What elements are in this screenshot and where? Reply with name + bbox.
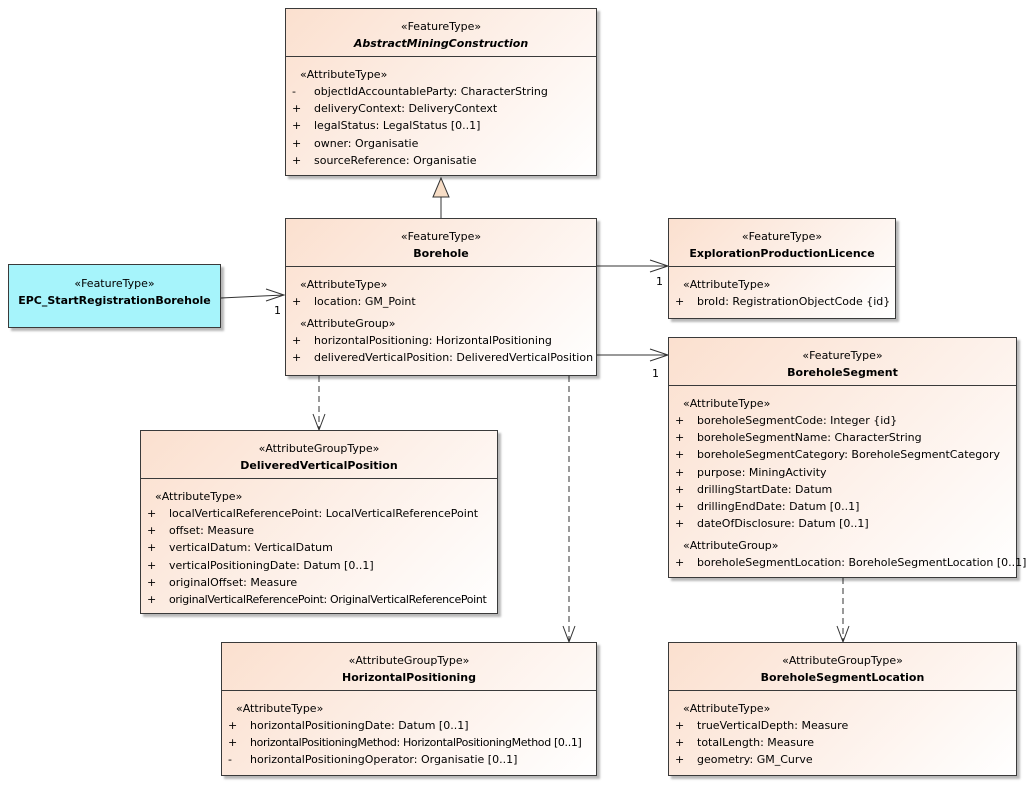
attribute-row: +broId: RegistrationObjectCode {id} [675,295,891,308]
class-stereotype: «FeatureType» [74,277,155,290]
attribute-row: +drillingStartDate: Datum [675,482,833,496]
class-name: BoreholeSegmentLocation [760,671,925,684]
multiplicity-borehole-segment: 1 [652,367,659,380]
attribute-row: +boreholeSegmentLocation: BoreholeSegmen… [675,556,1027,570]
attribute-row: +verticalPositioningDate: Datum [0..1] [147,558,374,572]
attribute-row: +localVerticalReferencePoint: LocalVerti… [147,507,479,520]
class-stereotype: «AttributeGroupType» [348,654,470,667]
multiplicity-borehole-licence: 1 [656,275,663,288]
class-stereotype: «FeatureType» [400,20,482,33]
class-name: Borehole [413,247,469,260]
class-horizontal-positioning[interactable]: «AttributeGroupType» HorizontalPositioni… [221,642,597,776]
class-borehole-segment-location[interactable]: «AttributeGroupType» BoreholeSegmentLoca… [668,642,1017,776]
class-stereotype: «AttributeGroupType» [258,442,380,455]
class-name: HorizontalPositioning [341,671,477,684]
attribute-row: +legalStatus: LegalStatus [0..1] [292,119,481,133]
attribute-row: +geometry: GM_Curve [675,753,813,767]
attribute-row: +deliveryContext: DeliveryContext [292,102,498,116]
class-name: ExplorationProductionLicence [689,247,875,260]
association-epc-borehole-arrowhead [265,288,286,302]
attribute-row: -objectIdAccountableParty: CharacterStri… [292,85,548,98]
attribute-group-label: «AttributeType» [683,397,771,410]
class-name: BoreholeSegment [787,366,898,379]
attribute-row: +offset: Measure [147,524,255,538]
class-stereotype: «AttributeGroupType» [782,654,903,667]
attribute-group-label: «AttributeType» [300,278,388,291]
attribute-group-label: «AttributeGroup» [683,539,779,553]
attribute-row: +purpose: MiningActivity [675,465,827,479]
attribute-row: +horizontalPositioningMethod: Horizontal… [228,736,582,750]
attribute-row: +horizontalPositioning: HorizontalPositi… [292,334,552,348]
attribute-group-label: «AttributeType» [155,490,243,503]
multiplicity-epc-borehole: 1 [274,304,281,317]
class-abstract-mining-construction[interactable]: «FeatureType» AbstractMiningConstruction… [285,8,597,176]
class-stereotype: «FeatureType» [400,230,482,243]
attribute-row: +drillingEndDate: Datum [0..1] [675,500,860,514]
class-stereotype: «FeatureType» [741,230,823,243]
attribute-row: -horizontalPositioningOperator: Organisa… [228,753,518,767]
attribute-row: +boreholeSegmentName: CharacterString [675,431,922,445]
attribute-group-label: «AttributeType» [300,68,388,81]
attribute-row: +boreholeSegmentCode: Integer {id} [675,414,898,427]
class-exploration-production-licence[interactable]: «FeatureType» ExplorationProductionLicen… [668,218,896,319]
attribute-row: +originalOffset: Measure [147,575,298,589]
attribute-group-label: «AttributeType» [683,702,771,715]
attribute-row: +originalVerticalReferencePoint: Origina… [147,593,487,607]
attribute-row: +boreholeSegmentCategory: BoreholeSegmen… [675,448,1001,462]
association-epc-borehole [220,294,285,299]
class-name: AbstractMiningConstruction [353,37,529,50]
attribute-row: +sourceReference: Organisatie [292,153,477,167]
class-name: EPC_StartRegistrationBorehole [18,294,211,307]
attribute-row: +totalLength: Measure [675,736,815,750]
attribute-row: +deliveredVerticalPosition: DeliveredVer… [292,351,594,365]
generalization-arrowhead [432,176,450,198]
attribute-row: +dateOfDisclosure: Datum [0..1] [675,517,869,531]
class-name: DeliveredVerticalPosition [240,459,398,472]
attribute-row: +verticalDatum: VerticalDatum [147,541,333,555]
class-delivered-vertical-position[interactable]: «AttributeGroupType» DeliveredVerticalPo… [140,430,498,614]
class-borehole[interactable]: «FeatureType» Borehole «AttributeType» +… [285,218,597,376]
attribute-group-label: «AttributeGroup» [300,317,396,331]
class-borehole-segment[interactable]: «FeatureType» BoreholeSegment «Attribute… [668,337,1027,578]
class-epc-start-registration-borehole[interactable]: «FeatureType» EPC_StartRegistrationBoreh… [8,264,221,328]
class-stereotype: «FeatureType» [802,349,883,362]
attribute-row: +owner: Organisatie [292,136,419,150]
attribute-row: +trueVerticalDepth: Measure [675,719,849,732]
attribute-row: +location: GM_Point [292,295,416,308]
attribute-row: +horizontalPositioningDate: Datum [0..1] [228,719,469,732]
attribute-group-label: «AttributeType» [683,278,771,291]
attribute-group-label: «AttributeType» [236,702,324,715]
